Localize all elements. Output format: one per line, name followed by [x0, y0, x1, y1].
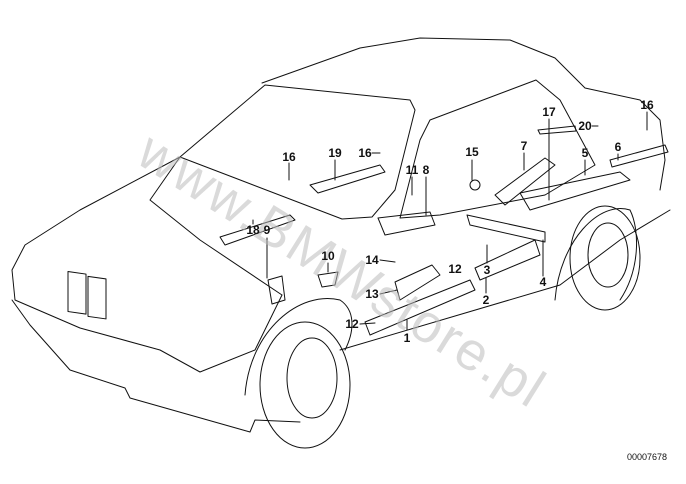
part-8-shape: [377, 211, 436, 236]
front-bumper: [11, 299, 301, 433]
front-wheel-arch: [244, 298, 353, 396]
part-label-13[interactable]: 13: [365, 287, 379, 301]
part-label-12-b[interactable]: 12: [345, 317, 359, 331]
part-label-4[interactable]: 4: [539, 275, 547, 289]
part-label-16-a[interactable]: 16: [282, 150, 296, 164]
part-5-shape: [519, 171, 631, 211]
part-label-16-c[interactable]: 16: [640, 98, 654, 112]
part-label-17[interactable]: 17: [542, 105, 556, 119]
part-7-shape: [494, 157, 556, 206]
part-17-shape: [537, 125, 577, 135]
rear-hubcap: [587, 222, 629, 288]
windshield: [179, 84, 416, 220]
part-label-10[interactable]: 10: [321, 249, 335, 263]
side-window: [399, 79, 596, 219]
part-label-15[interactable]: 15: [465, 145, 479, 159]
kidney-grille-left: [67, 271, 87, 315]
part-19-shape: [309, 164, 386, 194]
part-label-19[interactable]: 19: [328, 146, 342, 160]
part-label-1[interactable]: 1: [403, 331, 411, 345]
part-label-8[interactable]: 8: [422, 163, 430, 177]
part-label-16-b[interactable]: 16: [358, 146, 372, 160]
part-label-5[interactable]: 5: [581, 146, 589, 160]
part-2-shape: [474, 239, 541, 281]
part-18-shape: [219, 214, 296, 246]
hood-line: [149, 156, 283, 296]
roof-outline: [261, 37, 666, 191]
part-label-7[interactable]: 7: [520, 139, 528, 153]
part-label-20[interactable]: 20: [578, 119, 592, 133]
part-label-2[interactable]: 2: [482, 293, 490, 307]
part-label-11[interactable]: 11: [405, 163, 419, 177]
part-10-shape: [317, 271, 339, 288]
part-9-shape: [267, 275, 286, 305]
hood-outline: [11, 156, 283, 373]
front-wheel: [259, 321, 351, 449]
body-side-line: [339, 209, 671, 351]
part-label-3[interactable]: 3: [483, 263, 491, 277]
part-label-6[interactable]: 6: [614, 140, 622, 154]
part-label-14[interactable]: 14: [365, 253, 379, 267]
kidney-grille-right: [87, 275, 107, 320]
part-13-shape: [394, 264, 441, 301]
part-3-shape: [466, 214, 546, 243]
part-6-shape: [609, 144, 669, 168]
part-label-9[interactable]: 9: [263, 223, 271, 237]
front-hubcap: [286, 337, 338, 419]
part-15-shape: [469, 179, 481, 191]
leader-lines: [252, 111, 648, 331]
part-label-12-a[interactable]: 12: [448, 262, 462, 276]
rear-wheel: [569, 205, 641, 311]
image-code: 00007678: [627, 452, 668, 462]
rear-wheel-arch: [554, 208, 638, 301]
part-1-shape: [364, 279, 476, 336]
part-label-18[interactable]: 18: [246, 223, 260, 237]
